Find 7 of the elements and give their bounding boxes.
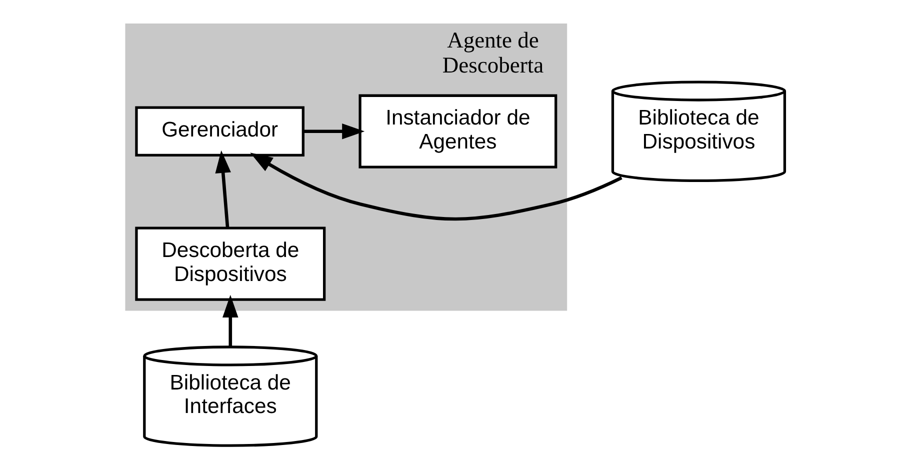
- arrow: [250, 152, 622, 221]
- arrow: [303, 123, 364, 140]
- arrow: [222, 294, 238, 347]
- arrow: [214, 150, 230, 228]
- node-box: Descoberta de Dispositivos: [134, 226, 326, 301]
- node-box: Instanciador de Agentes: [358, 94, 557, 168]
- node-box: Gerenciador: [134, 106, 304, 156]
